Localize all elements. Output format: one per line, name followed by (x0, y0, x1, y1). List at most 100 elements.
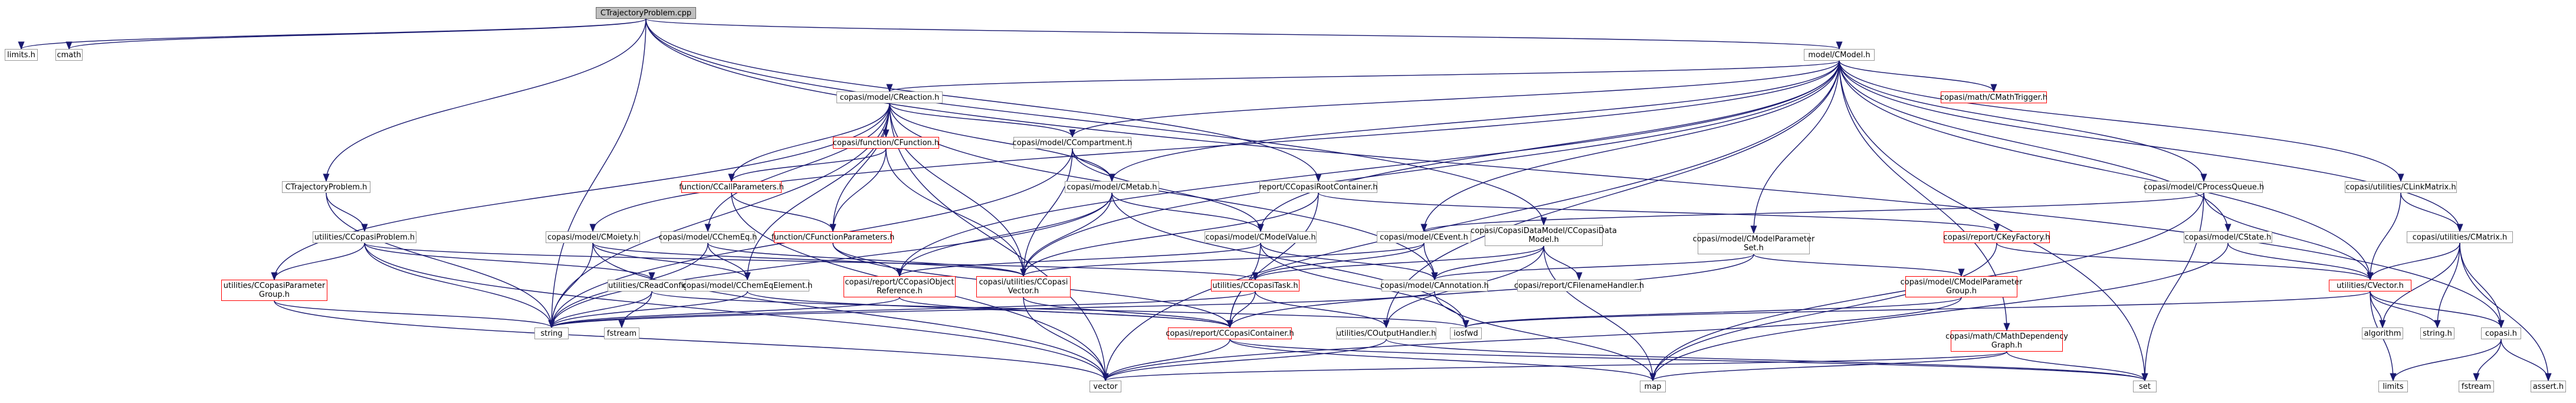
node-string[interactable]: string (534, 327, 569, 339)
node-fstream-2[interactable]: fstream (2459, 381, 2494, 392)
node-ccopasiobjectreference-h[interactable]: copasi/report/CCopasiObject Reference.h (844, 276, 956, 297)
node-vector[interactable]: vector (1090, 381, 1121, 392)
edge-root-cmodel (645, 18, 1842, 50)
node-cmatrix-h[interactable]: copasi/utilities/CMatrix.h (2407, 231, 2513, 243)
edge-root-cmath (65, 18, 647, 50)
edge-cmodel-ccopasiobjectreference (896, 60, 1840, 277)
node-map[interactable]: map (1640, 381, 1666, 392)
edge-cstate-map (1649, 243, 2229, 382)
edge-cchemeq-cchemeqelement (707, 243, 751, 281)
node-ccopasirootcontainer-h[interactable]: report/CCopasiRootContainer.h (1259, 181, 1377, 193)
node-set[interactable]: set (2133, 381, 2157, 392)
edge-ccopasicontainer-map (1229, 339, 1656, 382)
node-cmath[interactable]: cmath (55, 49, 83, 61)
edge-ccopasiproblem-creadconfig (364, 243, 655, 281)
node-cmodelparametergroup-h[interactable]: copasi/model/CModelParameter Group.h (1901, 276, 2022, 297)
node-assert-h[interactable]: assert.h (2531, 381, 2566, 392)
node-ccopasitask-h[interactable]: utilities/CCopasiTask.h (1211, 280, 1300, 291)
node-cevent-h[interactable]: copasi/model/CEvent.h (1377, 231, 1471, 243)
node-cmoiety-h[interactable]: copasi/model/CMoiety.h (546, 231, 640, 243)
node-ccallparameters-h[interactable]: function/CCallParameters.h (679, 181, 784, 193)
edge-cmodel-set (1839, 60, 2148, 382)
node-copasi-h[interactable]: copasi.h (2481, 327, 2521, 339)
edge-cmodelparametergroup-iosfwd (1462, 297, 1962, 329)
edge-ccopasitask-string (548, 291, 1256, 329)
edge-cmodelparameterset-ccopasicontainer (1226, 254, 1754, 329)
edge-cmodel-cmoiety (589, 60, 1840, 232)
node-cmodelparameterset-h[interactable]: copasi/model/CModelParameter Set.h (1693, 233, 1814, 254)
edge-ccompartment-ccopasivector (1020, 148, 1073, 277)
node-cannotation-h[interactable]: copasi/model/CAnnotation.h (1380, 280, 1489, 291)
edge-ccopasiobjectreference-ccopasicontainer (899, 297, 1233, 329)
edge-ccopasiparametergroup-vector (274, 300, 1109, 382)
edge-copasi_h-fstream2 (2473, 339, 2502, 382)
edge-cmatrix-string_h (2434, 243, 2460, 329)
node-ccopasiproblem-h[interactable]: utilities/CCopasiProblem.h (313, 231, 416, 243)
edge-creadconfig-string (548, 291, 652, 329)
edge-cmodel-ccompartment (1069, 60, 1840, 138)
node-coutputhandler-h[interactable]: utilities/COutputHandler.h (1336, 327, 1436, 339)
edge-ccallparameters-cfunctionparameters (731, 192, 836, 232)
node-ccopasidatamodel-h[interactable]: copasi/CopasiDataModel/CCopasiData Model… (1471, 225, 1617, 246)
node-ctrajectoryproblem-h[interactable]: CTrajectoryProblem.h (282, 181, 370, 193)
edge-creaction-cchemeq (704, 103, 890, 232)
edge-cmathdependencygraph-map (1649, 351, 2007, 382)
node-iosfwd[interactable]: iosfwd (1450, 327, 1482, 339)
node-clinkmatrix-h[interactable]: copasi/utilities/CLinkMatrix.h (2345, 181, 2457, 193)
edge-ccompartment-cmodelvalue (1072, 148, 1264, 232)
node-cfilenamehandler-h[interactable]: copasi/report/CFilenameHandler.h (1514, 280, 1644, 291)
node-ccopasivector-h[interactable]: copasi/utilities/CCopasi Vector.h (976, 276, 1071, 297)
edge-ccopasicontainer-set (1229, 339, 2148, 382)
edge-cmetab-iosfwd (1111, 192, 1469, 329)
node-ccompartment-h[interactable]: copasi/model/CCompartment.h (1013, 137, 1132, 149)
node-ccopasiparametergroup-h[interactable]: utilities/CCopasiParameter Group.h (221, 280, 327, 301)
node-cprocessqueue-h[interactable]: copasi/model/CProcessQueue.h (2144, 181, 2264, 193)
edge-creaction-cmetab (889, 103, 1115, 182)
node-algorithm[interactable]: algorithm (2362, 327, 2403, 339)
edge-ccopasitask-coutputhandler (1255, 291, 1390, 329)
edge-cmodel-cmetab (1108, 60, 1840, 182)
edge-ccopasirootcontainer-ckeyfactory (1318, 192, 2000, 232)
node-cvector-h[interactable]: utilities/CVector.h (2329, 280, 2411, 291)
edge-ccopasiproblem-ccopasitask (364, 243, 1258, 281)
node-ccopasicontainer-h[interactable]: copasi/report/CCopasiContainer.h (1166, 327, 1294, 339)
edge-cmodel-cmodelvalue (1257, 60, 1840, 232)
node-cmodel-h[interactable]: model/CModel.h (1804, 49, 1875, 61)
edge-cmodel-vector (1102, 60, 1840, 382)
edge-cchemeqelement-string (548, 291, 748, 329)
edge-ccopasivector-vector (1023, 297, 1109, 382)
edge-creaction-ccompartment (889, 103, 1076, 138)
edge-cmetab-cmodelvalue (1111, 192, 1264, 232)
edge-cfunction-ccallparameters (728, 148, 887, 182)
node-limits[interactable]: limits (2378, 381, 2408, 392)
edge-cmodel-cevent (1420, 60, 1840, 232)
node-cstate-h[interactable]: copasi/model/CState.h (2184, 231, 2272, 243)
node-string-h[interactable]: string.h (2420, 327, 2454, 339)
node-cchemeq-h[interactable]: copasi/model/CChemEq.h (659, 231, 757, 243)
node-cfunction-h[interactable]: copasi/function/CFunction.h (833, 137, 939, 149)
edge-creaction-vector (889, 103, 1109, 382)
node-cchemeqelement-h[interactable]: copasi/model/CChemEqElement.h (682, 280, 812, 291)
node-cmetab-h[interactable]: copasi/model/CMetab.h (1065, 181, 1159, 193)
node-cmathtrigger-h[interactable]: copasi/math/CMathTrigger.h (1940, 91, 2047, 103)
node-creadconfig-h[interactable]: utilities/CReadConfig.h (608, 280, 696, 291)
edge-ckeyfactory-map (1649, 243, 1997, 382)
edge-cmodelparameterset-cmodelparametergroup (1753, 254, 1965, 277)
edge-root-ccopasirootcontainer (645, 18, 1322, 182)
edge-cmodel-cprocessqueue (1839, 60, 2207, 182)
node-creaction-h[interactable]: copasi/model/CReaction.h (836, 91, 943, 103)
edge-ccopasirootcontainer-ccopasivector (1020, 192, 1319, 277)
node-limits-h[interactable]: limits.h (5, 49, 38, 61)
edge-cmathdependencygraph-set (2006, 351, 2148, 382)
edge-cmodel-creaction (887, 60, 1840, 93)
edge-cfunctionparameters-ccopasiobjectreference (832, 243, 903, 277)
node-fstream[interactable]: fstream (604, 327, 639, 339)
node-ckeyfactory-h[interactable]: copasi/report/CKeyFactory.h (1944, 231, 2050, 243)
node-cmathdependencygraph-h[interactable]: copasi/math/CMathDependency Graph.h (1945, 330, 2068, 352)
edge-root-string (548, 18, 647, 329)
node-cmodelvalue-h[interactable]: copasi/model/CModelValue.h (1205, 231, 1317, 243)
edge-copasi_h-assert_h (2500, 339, 2552, 382)
edge-cprocessqueue-set (2141, 192, 2204, 382)
node-cfunctionparameters-h[interactable]: function/CFunctionParameters.h (772, 231, 894, 243)
edge-cmatrix-algorithm (2379, 243, 2460, 329)
